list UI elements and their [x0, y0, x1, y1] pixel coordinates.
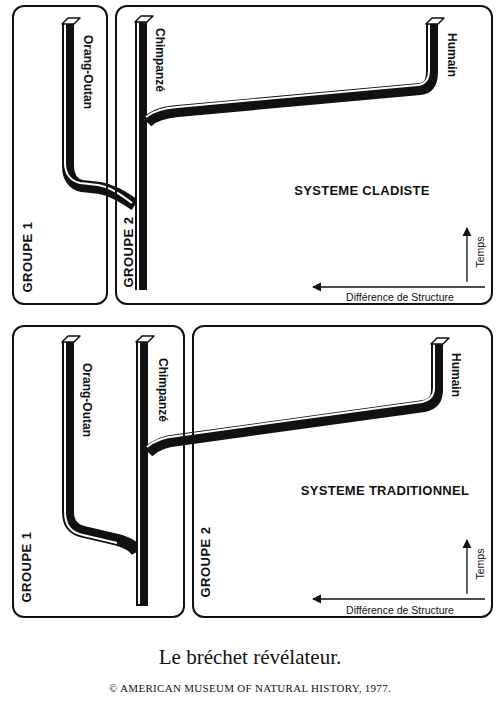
- axis-label: Temps: [475, 549, 486, 580]
- group-box: GROUPE 2: [115, 5, 493, 305]
- system-title: SYSTEME TRADITIONNEL: [301, 484, 470, 497]
- cladistic-tree: [62, 16, 444, 290]
- group-label: GROUPE 2: [122, 216, 135, 287]
- axis-label: Temps: [475, 237, 486, 268]
- axis-label: Différence de Structure: [346, 605, 454, 616]
- traditional-tree: [62, 336, 449, 606]
- axis-label: Différence de Structure: [346, 292, 454, 303]
- species-label: Orang-Outan: [82, 35, 94, 109]
- species-label: Humain: [446, 33, 458, 77]
- group-label: GROUPE 1: [20, 531, 33, 602]
- group-label: GROUPE 1: [21, 221, 34, 292]
- species-label: Humain: [450, 353, 462, 397]
- species-label: Chimpanzé: [154, 28, 166, 92]
- group-label: GROUPE 2: [199, 526, 212, 597]
- copyright-note: © AMERICAN MUSEUM OF NATURAL HISTORY, 19…: [109, 683, 391, 694]
- group-box: GROUPE 2: [192, 325, 493, 618]
- species-label: Chimpanzé: [157, 358, 169, 422]
- system-title: SYSTEME CLADISTE: [294, 184, 430, 197]
- species-label: Orang-Outan: [81, 363, 93, 437]
- figure-caption: Le bréchet révélateur.: [159, 647, 341, 668]
